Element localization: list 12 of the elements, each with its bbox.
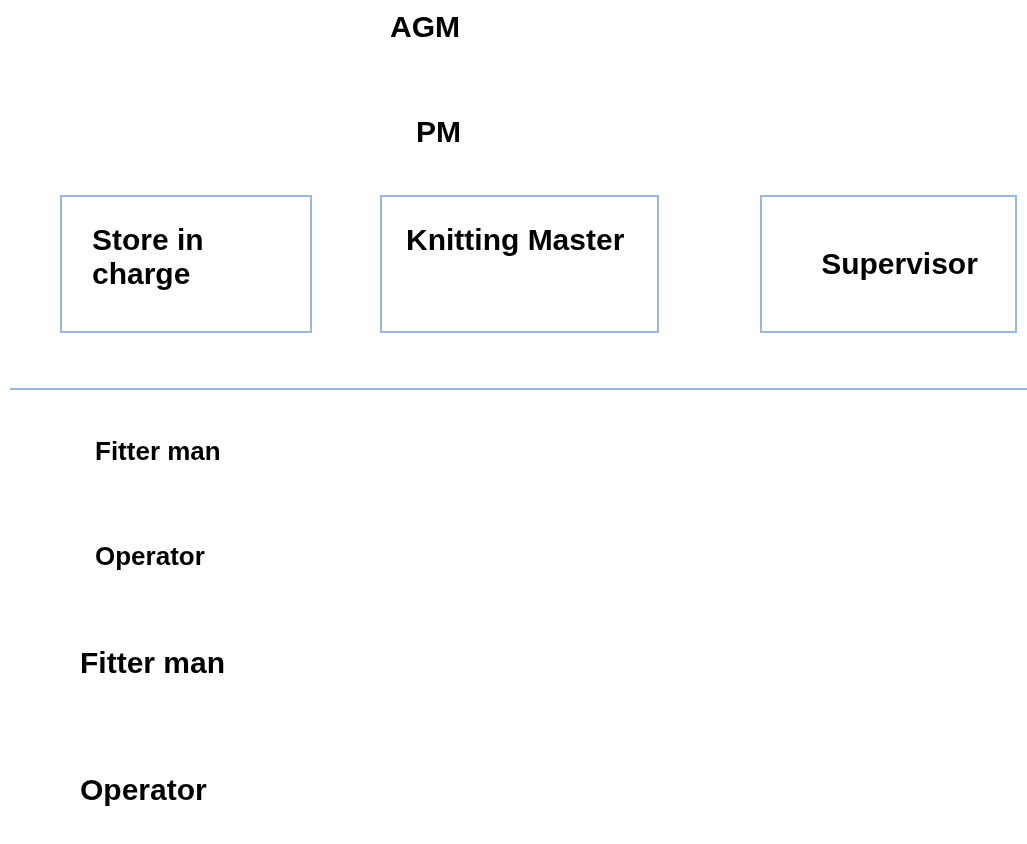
role-label: Operator bbox=[95, 541, 205, 572]
role-label: Operator bbox=[80, 773, 207, 807]
role-label: Fitter man bbox=[80, 646, 226, 680]
role-title: Store in charge bbox=[92, 223, 205, 291]
role-box bbox=[380, 195, 659, 333]
role-box bbox=[760, 195, 1017, 333]
role-title: Knitting Master bbox=[406, 223, 625, 257]
role-label: PM bbox=[416, 115, 461, 149]
role-box bbox=[60, 195, 312, 333]
role-title: Supervisor bbox=[821, 247, 978, 281]
role-label: Fitter man bbox=[95, 436, 221, 467]
role-label: AGM bbox=[390, 10, 460, 44]
